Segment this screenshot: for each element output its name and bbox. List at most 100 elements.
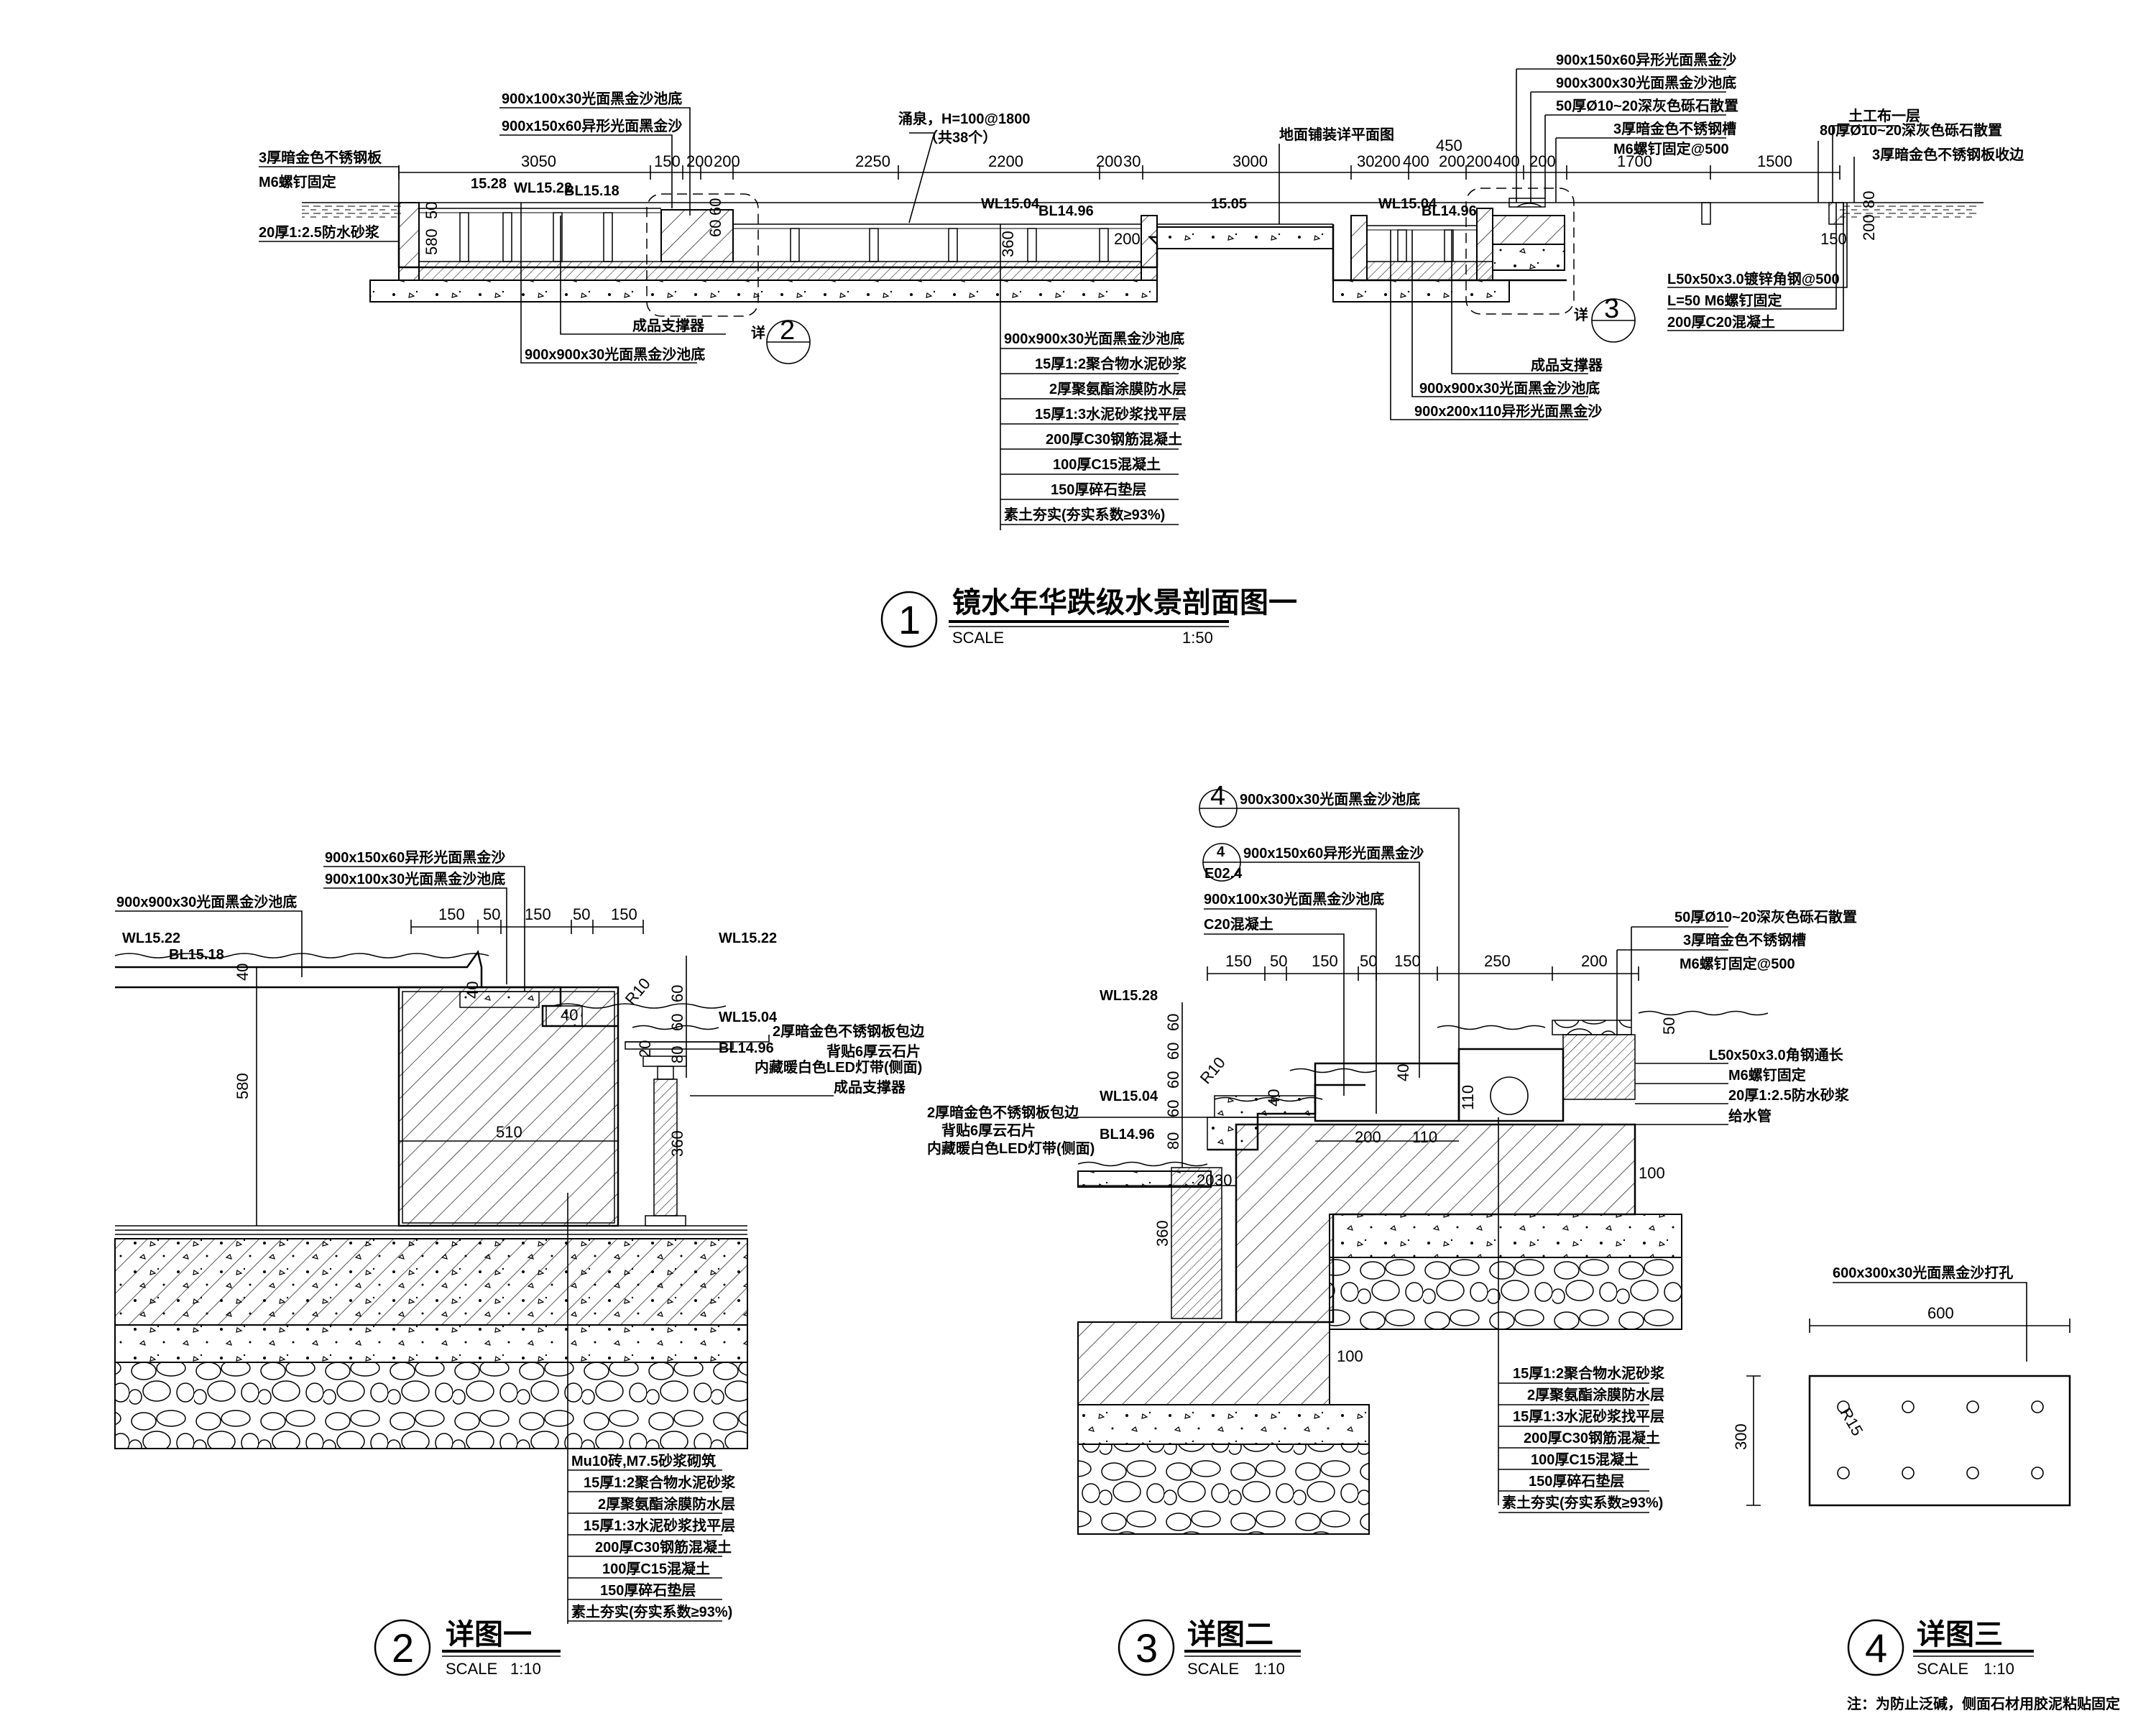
d3-callout: 600x300x30光面黑金沙打孔 (1833, 1264, 2013, 1281)
d2-vdim-30: 30 (1215, 1171, 1232, 1189)
d2-dim-200b: 200 (1355, 1128, 1381, 1146)
d2-layer-3: 200厚C30钢筋混凝土 (1524, 1429, 1660, 1446)
d2-dim-100a: 100 (1639, 1164, 1665, 1182)
section-1: 3050 150 200 200 2250 2200 200 30 3000 3… (259, 51, 2024, 648)
d3-radius: R15 (1837, 1405, 1867, 1438)
d2-layer-1: 2厚聚氨酯涂膜防水层 (1527, 1386, 1664, 1403)
d1-vdim-60a: 60 (668, 985, 686, 1002)
callout-r9: L50x50x3.0镀锌角钢@500 (1667, 270, 1840, 287)
section1-number-circle (880, 591, 938, 648)
d2-vdim-60b: 60 (1164, 1043, 1182, 1060)
callout-r10: L=50 M6螺钉固定 (1667, 292, 1782, 309)
d2-dim-50a: 50 (1270, 952, 1287, 970)
d1-layer-0: Mu10砖,M7.5砂浆砌筑 (571, 1452, 716, 1469)
layer1-4: 200厚C30钢筋混凝土 (1046, 430, 1182, 448)
ref-3-number: 3 (1604, 294, 1619, 324)
d1-vdim-80: 80 (668, 1046, 686, 1063)
d2-callout-e: 50厚Ø10~20深灰色砾石散置 (1674, 908, 1857, 925)
d2-callout-n: 内藏暖白色LED灯带(侧面) (927, 1140, 1095, 1157)
section1-title: 镜水年华跌级水景剖面图一 (952, 587, 1297, 619)
d1-vdim-40b: 40 (464, 982, 482, 999)
callout-l2: 900x150x60异形光面黑金沙 (502, 117, 682, 134)
d2-level-wl15.28: WL15.28 (1100, 988, 1158, 1004)
callout-r5: M6螺钉固定@500 (1613, 140, 1729, 157)
section1-number: 1 (898, 597, 921, 642)
d2-vdim-80: 80 (1164, 1132, 1182, 1150)
d1-layer-6: 150厚碎石垫层 (600, 1581, 696, 1599)
callout-l9: 成品支撑器 (632, 317, 705, 334)
ref-2-number: 2 (780, 315, 795, 346)
dim-200g: 200 (1529, 152, 1556, 170)
callout-l5: 20厚1:2.5防水砂浆 (259, 223, 380, 241)
d1-vdim-20: 20 (636, 1040, 654, 1058)
d1-dim-510: 510 (496, 1123, 522, 1141)
detail3-title: 详图三 (1917, 1619, 2003, 1650)
d2-callout-h: L50x50x3.0角钢通长 (1709, 1046, 1844, 1063)
d3-dim-300: 300 (1732, 1423, 1750, 1450)
detail1-scale-value: 1:10 (510, 1660, 541, 1678)
section1-scale-value: 1:50 (1182, 629, 1213, 647)
vdim-60b: 60 (706, 220, 724, 237)
vdim-360: 360 (999, 231, 1017, 257)
layer-stack-d2 (1498, 1382, 1649, 1513)
d1-callout-a: 900x150x60异形光面黑金沙 (325, 849, 505, 866)
vdim-580: 580 (423, 228, 441, 255)
dim-2250: 2250 (855, 152, 890, 170)
d2-vdim-60c: 60 (1164, 1071, 1182, 1089)
dim-150: 150 (654, 152, 681, 170)
d1-layer-1: 15厚1:2聚合物水泥砂浆 (584, 1474, 736, 1491)
d1-dim-150c: 150 (611, 905, 637, 923)
d1-dim-150a: 150 (438, 905, 465, 923)
dim-ticks-top (398, 165, 1841, 180)
callout-r11: 200厚C20混凝土 (1667, 314, 1775, 331)
callout-l8: 地面铺装详平面图 (1279, 126, 1394, 143)
d2-layer-2: 15厚1:3水泥砂浆找平层 (1513, 1408, 1664, 1425)
d2-level-bl14.96: BL14.96 (1100, 1127, 1155, 1142)
dim-200c: 200 (1096, 152, 1123, 170)
callout-r12: 成品支撑器 (1531, 356, 1603, 374)
callout-l1: 900x100x30光面黑金沙池底 (502, 90, 682, 107)
d1-callout-b: 900x100x30光面黑金沙池底 (325, 870, 505, 887)
d1-callout-f: 内藏暖白色LED灯带(侧面) (755, 1058, 922, 1076)
d1-level-wl15.22b: WL15.22 (719, 930, 777, 946)
d2-vdim-40a: 40 (1265, 1089, 1283, 1107)
detail3-number: 4 (1865, 1625, 1887, 1671)
supports-upper (459, 212, 613, 262)
level-wl15.04-b: WL15.04 (1378, 196, 1437, 212)
d2-callout-j: 20厚1:2.5防水砂浆 (1728, 1086, 1850, 1104)
d2-callout-a: 900x300x30光面黑金沙池底 (1240, 790, 1420, 808)
d1-callout-d: 2厚暗金色不锈钢板包边 (773, 1022, 925, 1040)
level-15.28: 15.28 (471, 176, 507, 192)
callout-r14: 900x200x110异形光面黑金沙 (1414, 402, 1602, 420)
layer-stack-1 (1000, 348, 1179, 525)
d2-dim-110: 110 (1412, 1128, 1437, 1146)
level-bl14.96-b: BL14.96 (1422, 203, 1477, 219)
base-slab-left (369, 280, 1158, 303)
layer-stack-d1 (568, 1469, 722, 1622)
d2-vdim-60d: 60 (1164, 1100, 1182, 1117)
d2-ref-b: 4 (1217, 844, 1225, 860)
detail2-number: 3 (1135, 1625, 1158, 1671)
vdim-200: 200 (1114, 230, 1141, 248)
ground-left (302, 203, 402, 218)
dim-2200: 2200 (988, 152, 1023, 170)
support-pedestal-d1 (653, 1079, 678, 1216)
callout-r2: 900x300x30光面黑金沙池底 (1556, 74, 1736, 91)
d2-vdim-110: 110 (1459, 1085, 1477, 1110)
dim-200b: 200 (714, 152, 740, 170)
d3-dim-600: 600 (1927, 1304, 1954, 1322)
d2-vdim-20: 20 (1197, 1171, 1214, 1189)
detail3-number-circle (1847, 1619, 1904, 1676)
level-wl15.22: WL15.22 (514, 180, 572, 196)
vdim-50: 50 (423, 202, 441, 219)
d2-dim-150b: 150 (1312, 952, 1338, 970)
detail1-number-circle (374, 1619, 431, 1676)
detail-1: 150 50 150 50 150 580 40 510 60 60 80 36… (114, 849, 925, 1678)
supports-lower (790, 228, 1109, 262)
d1-layer-3: 15厚1:3水泥砂浆找平层 (584, 1517, 735, 1534)
callout-l7: （共38个） (923, 129, 997, 146)
d2-callout-d: C20混凝土 (1204, 916, 1273, 933)
section1-scale-label: SCALE (952, 629, 1004, 647)
supply-pipe (1490, 1076, 1529, 1115)
d2-dim-50b: 50 (1360, 952, 1377, 970)
